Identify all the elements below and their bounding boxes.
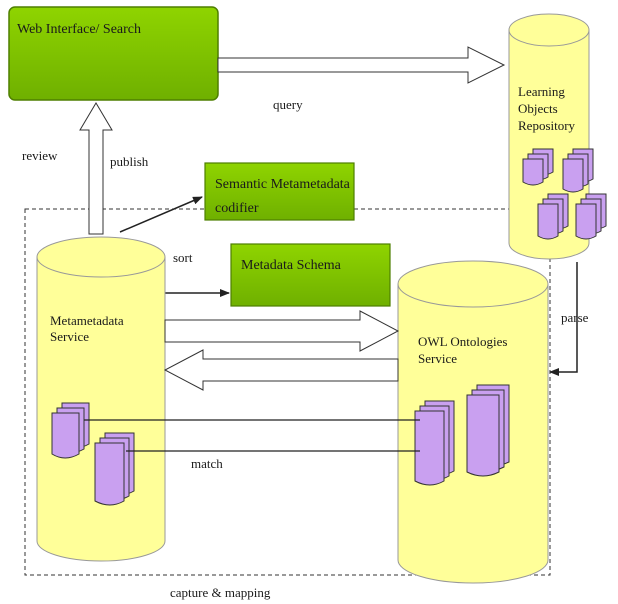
semantic-codifier-label-1: Semantic Metametadata [215,177,351,192]
publish-label: publish [110,154,149,169]
review-label: review [22,148,58,163]
sort-label: sort [173,250,193,265]
parse-label: parse [561,310,589,325]
metadata-schema-box: Metadata Schema [230,243,391,307]
semantic-codifier-label-2: codifier [215,201,259,216]
learning-objects-repository-cylinder: Learning Objects Repository [508,13,607,260]
publish-arrow [79,102,113,235]
parse-arrow [549,262,578,376]
document-icon [94,432,135,506]
document-icon [522,148,554,186]
owl-to-metametadata-arrow [163,349,399,391]
match-label: match [191,456,223,471]
codifier-connector [119,196,203,233]
owl-ontologies-service-cylinder: OWL Ontologies Service [397,260,549,584]
document-icon [466,384,510,477]
metametadata-service-cylinder: Metametadata Service [36,236,166,562]
learning-objects-label-1: Learning [518,84,565,99]
query-label: query [273,97,303,112]
document-icon [51,402,90,459]
query-arrow [217,46,506,84]
web-interface-search-box: Web Interface/ Search [8,6,219,101]
document-icon [575,193,607,240]
metametadata-label-2: Service [50,329,89,344]
learning-objects-label-2: Objects [518,101,558,116]
document-icon [562,148,594,193]
document-icon [414,400,455,486]
metadata-schema-label: Metadata Schema [241,258,342,273]
owl-label-1: OWL Ontologies [418,334,507,349]
metametadata-to-owl-arrow [164,310,400,352]
web-interface-label: Web Interface/ Search [17,22,141,37]
semantic-metametadata-codifier-box: Semantic Metametadata codifier [204,162,355,221]
learning-objects-label-3: Repository [518,118,576,133]
owl-label-2: Service [418,351,457,366]
document-icon [537,193,569,240]
capture-mapping-label: capture & mapping [170,585,271,600]
metametadata-label-1: Metametadata [50,313,124,328]
